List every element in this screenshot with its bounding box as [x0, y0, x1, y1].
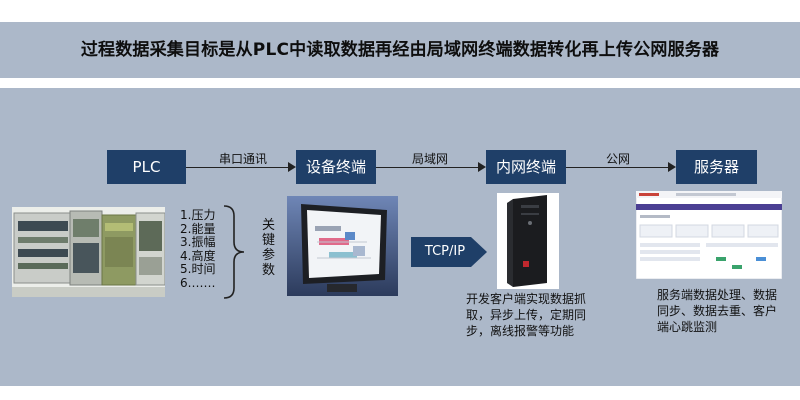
- server-dashboard-photo: [636, 191, 782, 279]
- device-terminal-photo: [287, 196, 398, 296]
- server-description-line: 服务端数据处理、数据: [657, 288, 778, 302]
- connector-plc-device: [186, 167, 288, 168]
- connector-device-intranet: [376, 167, 478, 168]
- label-lan: 局域网: [412, 152, 449, 166]
- node-server: 服务器: [676, 150, 757, 184]
- server-description-line: 同步、数据去重、客户: [657, 304, 778, 318]
- node-device-terminal: 设备终端: [296, 150, 376, 184]
- parameter-item: 6.……: [180, 275, 216, 290]
- server-description-line: 端心跳监测: [657, 320, 718, 334]
- client-description: 开发客户端实现数据抓 取，异步上传，定期同 步，离线报警等功能: [466, 291, 616, 339]
- page-title: 过程数据采集目标是从PLC中读取数据再经由局域网终端数据转化再上传公网服务器: [80, 40, 720, 60]
- client-description-line: 取，异步上传，定期同: [466, 308, 587, 322]
- key-params-label: 关键参数: [262, 218, 276, 278]
- parameter-list: 1.压力 2.能量 3.振幅 4.高度 5.时间 6.……: [180, 208, 216, 290]
- client-description-line: 步，离线报警等功能: [466, 324, 575, 338]
- parameter-item: 5.时间: [180, 262, 216, 276]
- title-band: 过程数据采集目标是从PLC中读取数据再经由局域网终端数据转化再上传公网服务器: [0, 22, 800, 78]
- intranet-terminal-photo: [497, 193, 559, 289]
- label-serial: 串口通讯: [219, 152, 268, 166]
- tcp-arrow-icon: [411, 237, 487, 267]
- parameter-item: 3.振幅: [180, 235, 216, 249]
- label-public: 公网: [606, 152, 631, 166]
- node-plc: PLC: [107, 150, 186, 184]
- node-intranet-terminal: 内网终端: [486, 150, 566, 184]
- parameter-item: 1.压力: [180, 208, 216, 222]
- arrowhead-plc-device: [288, 162, 296, 172]
- client-description-line: 开发客户端实现数据抓: [466, 292, 587, 306]
- plc-photo: [12, 207, 165, 297]
- arrowhead-intranet-server: [668, 162, 676, 172]
- parameter-item: 2.能量: [180, 221, 216, 236]
- tcp-label: TCP/IP: [424, 244, 466, 259]
- arrowhead-device-intranet: [478, 162, 486, 172]
- connector-intranet-server: [566, 167, 668, 168]
- parameter-item: 4.高度: [180, 248, 216, 263]
- server-description: 服务端数据处理、数据 同步、数据去重、客户 端心跳监测: [657, 287, 797, 335]
- brace-icon: [223, 205, 245, 299]
